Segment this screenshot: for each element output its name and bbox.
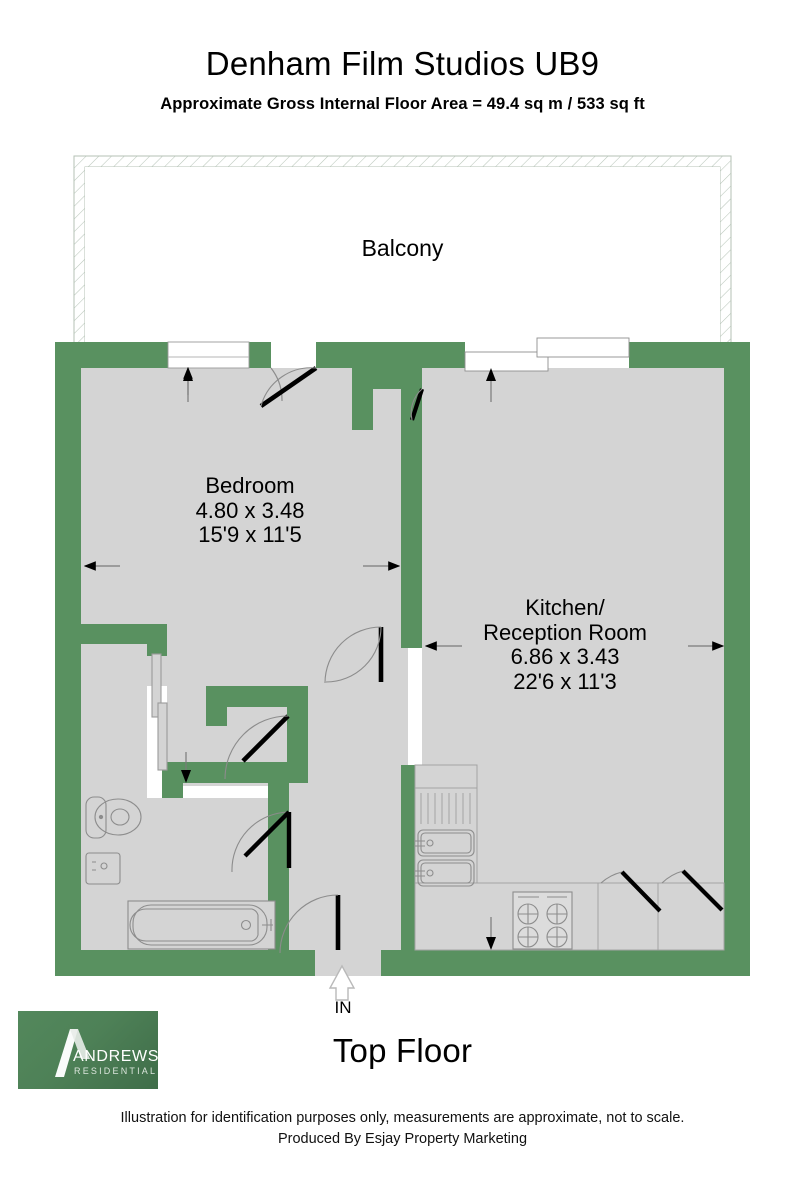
bedroom-imperial: 15'9 x 11'5 [198,522,302,548]
balcony-name: Balcony [361,235,444,261]
room-label-bedroom: Bedroom 4.80 x 3.48 15'9 x 11'5 [120,473,380,548]
logo-brand-text: ANDREWS [73,1048,158,1065]
entry-label: IN [334,998,352,1017]
logo-graphic: ANDREWS RESIDENTIAL [55,1029,158,1077]
bathroom-fixtures [85,796,276,950]
doors [224,366,424,954]
agency-logo: ANDREWS RESIDENTIAL [18,1011,158,1089]
disclaimer-line-2: Produced By Esjay Property Marketing [277,1131,528,1148]
windows [167,337,630,372]
kitchen-name-line2: Reception Room [483,619,647,645]
kitchen-fixtures [414,764,725,951]
disclaimer-line-1: Illustration for identification purposes… [120,1110,685,1126]
kitchen-metric: 6.86 x 3.43 [510,644,620,670]
plan-header: Denham Film Studios UB9 Approximate Gros… [0,45,805,114]
kitchen-imperial: 22'6 x 11'3 [513,668,617,694]
logo-tagline-text: RESIDENTIAL [74,1066,157,1076]
kitchen-name-line1: Kitchen/ [525,595,605,620]
entry-arrow [328,964,356,1001]
wardrobe [151,653,168,771]
andrews-a-mark [55,1029,90,1077]
floor-area-subtitle: Approximate Gross Internal Floor Area = … [160,95,645,114]
floor-label: Top Floor [332,1032,473,1069]
dimension-arrows [83,366,725,950]
walls-overlay [55,342,750,976]
room-label-kitchen-reception: Kitchen/ Reception Room 6.86 x 3.43 22'6… [405,595,725,695]
page-title: Denham Film Studios UB9 [205,45,600,82]
bedroom-name: Bedroom [205,473,295,498]
bedroom-metric: 4.80 x 3.48 [195,497,305,523]
disclaimer: Illustration for identification purposes… [0,1108,805,1150]
room-label-balcony: Balcony [0,235,805,262]
balcony-area [73,155,732,346]
